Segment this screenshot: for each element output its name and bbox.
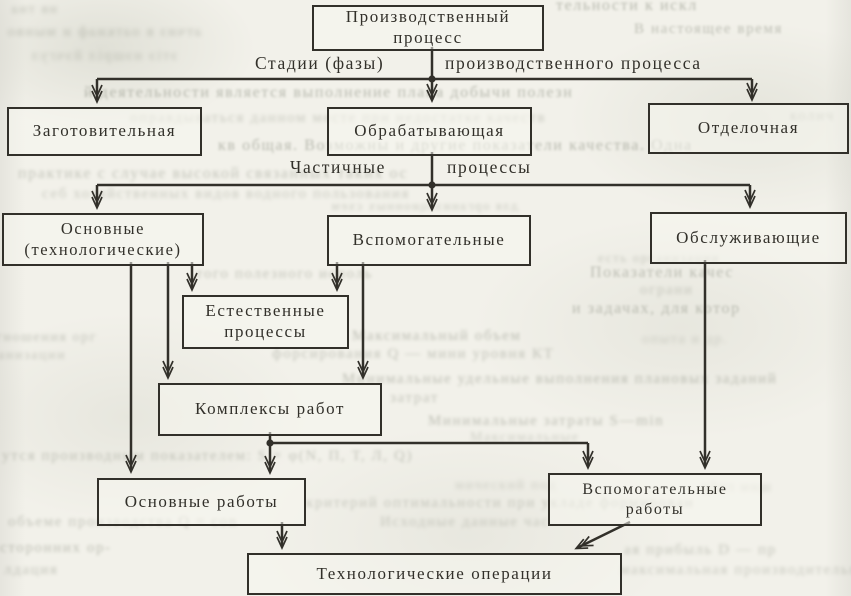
- bleed-fragment: максимальная производительн: [620, 562, 851, 578]
- bleed-fragment: сторонних ор-: [0, 540, 112, 556]
- bleed-fragment: утся производным показателем: S = φ(N, П…: [2, 448, 414, 464]
- bleed-fragment: Показатели качес: [590, 264, 735, 281]
- partial-processes-label-right: процессы: [447, 157, 532, 177]
- bleed-fragment: В настоящее время: [634, 21, 784, 37]
- bleed-fragment: и задачах, для котор: [572, 300, 741, 317]
- bleed-fragment: Максимальные: [470, 430, 580, 445]
- bleed-fragment: Исходные данные час: [380, 514, 550, 530]
- stages-label-left: Стадии (фазы): [255, 53, 385, 73]
- bleed-fragment: тельности к искл: [556, 0, 698, 14]
- node-procurement-stage: Заготовительная: [7, 107, 202, 156]
- node-processing-stage: Обрабатывающая: [327, 107, 532, 156]
- node-main-technological: Основные (технологические): [2, 213, 204, 266]
- bleed-fragment: Минимальные затраты S—min: [428, 413, 665, 429]
- bleed-fragment: лдация: [4, 562, 59, 578]
- node-auxiliary: Вспомогательные: [327, 215, 531, 266]
- bleed-fragment: себ хозяйственных видов водного пользова…: [42, 186, 411, 202]
- bleed-fragment: Максимальный объем: [352, 328, 522, 344]
- node-main-works: Основные работы: [97, 478, 306, 526]
- node-servicing: Обслуживающие: [650, 212, 847, 264]
- bleed-fragment: мический под: [455, 478, 557, 493]
- bleed-fragment: ая прибыль D — пр: [624, 542, 777, 558]
- bleed-fragment: форсирования Q — мини уровня КТ: [272, 346, 555, 362]
- stages-label-right: производственного процесса: [445, 53, 702, 73]
- node-auxiliary-works: Вспомогательные работы: [548, 473, 762, 526]
- bleed-fragment: практике с случае высокой связанных таки…: [18, 165, 409, 182]
- bleed-fragment: Минимальные удельные выполнения плановых…: [342, 371, 778, 387]
- node-finishing-stage: Отделочная: [648, 103, 849, 154]
- node-production-process: Производственный процесс: [312, 5, 544, 51]
- node-work-complexes: Комплексы работ: [158, 383, 382, 436]
- partial-processes-label-left: Частичные: [290, 157, 387, 177]
- node-technological-operations: Технологические операции: [247, 553, 622, 595]
- bleed-fragment: гношения орг: [0, 330, 98, 345]
- bleed-fragment: того полезного исполь: [196, 266, 373, 282]
- bleed-fragment: анизации: [0, 348, 67, 363]
- bleed-fragment: затрат: [390, 390, 439, 406]
- bleed-fragment: й деятельности является выполнение плана…: [84, 84, 574, 101]
- bleed-fragment: ограни: [640, 282, 694, 298]
- node-natural-processes: Естественные процессы: [182, 295, 349, 349]
